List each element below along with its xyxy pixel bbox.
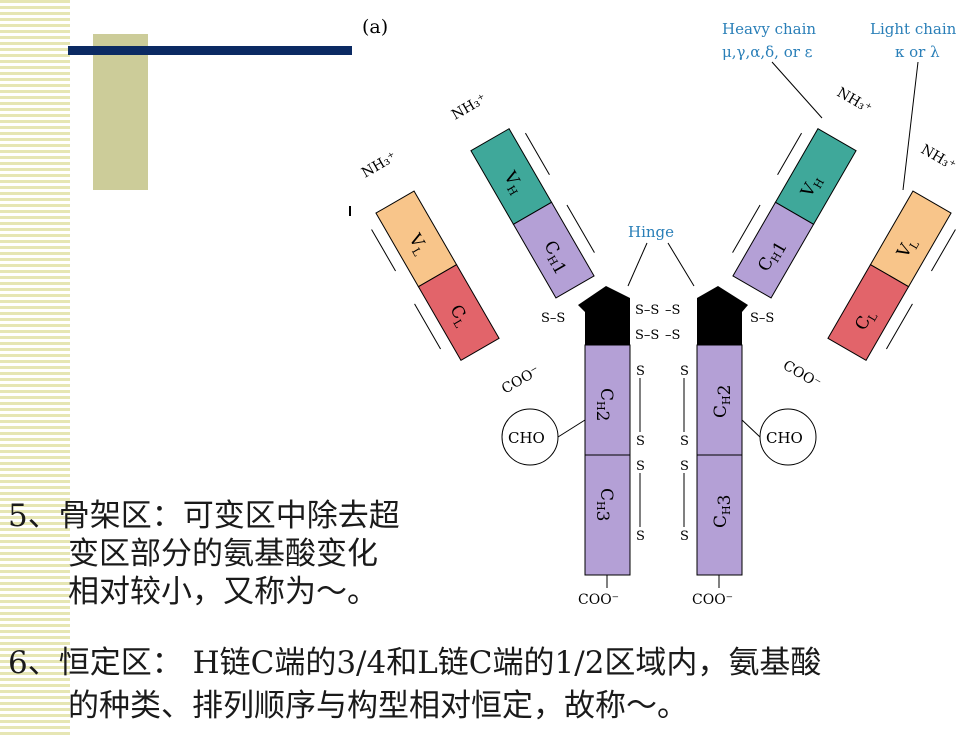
cl-domain-left — [417, 263, 500, 361]
nh3-label-right-light: NH₃⁺ — [918, 142, 958, 175]
panel-label: (a) — [362, 16, 388, 38]
ss-lh-right: S–S — [750, 311, 774, 326]
decorative-tick — [349, 206, 351, 216]
decorative-title-bar — [68, 46, 352, 55]
ch1-domain-right — [732, 201, 815, 299]
p5-line-1: 5、骨架区：可变区中除去超 — [8, 498, 400, 534]
p6-line-2: 的种类、排列顺序与构型相对恒定，故称～。 — [68, 688, 688, 724]
p5-line-2: 变区部分的氨基酸变化 — [68, 536, 378, 572]
ss-ch2-l2: S — [636, 434, 645, 449]
hinge-black-right — [697, 286, 748, 345]
heavy-chain-types: μ,γ,α,δ, or ε — [722, 43, 813, 61]
right-heavy-chain-fab: VH CH1 — [732, 128, 857, 299]
ch2-domain-left — [584, 344, 631, 456]
heavy-chain-title: Heavy chain — [722, 20, 816, 38]
ss-ch2-r2: S — [680, 434, 689, 449]
nh3-label-left-heavy: NH₃⁺ — [449, 91, 489, 124]
coo-label-left-light: COO⁻ — [499, 363, 543, 397]
ss-ch2-l1: S — [636, 364, 645, 379]
coo-label-left-heavy: COO⁻ — [578, 592, 619, 608]
p6-line-1: 6、恒定区： H链C端的3/4和L链C端的1/2区域内，氨基酸 — [8, 645, 822, 681]
ss-ch3-r1: S — [680, 459, 689, 474]
hinge-label: Hinge — [628, 223, 674, 241]
ss-hinge-4: –S — [665, 328, 680, 343]
ch1-domain-left — [512, 201, 595, 299]
ss-ch3-l2: S — [636, 529, 645, 544]
ss-lh-left: S–S — [541, 311, 565, 326]
cho-label-left: CHO — [508, 429, 545, 447]
right-light-chain: VL CL — [827, 190, 956, 361]
light-chain-title: Light chain — [870, 20, 957, 38]
ch3-domain-right — [696, 454, 743, 576]
ss-hinge-2: S–S — [635, 328, 659, 343]
ss-hinge-3: –S — [665, 303, 680, 318]
hinge-black-left — [578, 286, 630, 345]
decorative-square — [93, 34, 148, 190]
left-heavy-chain-fab: VH CH1 — [470, 128, 595, 299]
left-light-chain: VL CL — [371, 190, 500, 361]
heavy-chain-pointer — [771, 61, 823, 119]
light-chain-types: κ or λ — [895, 43, 940, 61]
ss-ch2-r1: S — [680, 364, 689, 379]
nh3-label-right-heavy: NH₃⁺ — [834, 85, 874, 118]
cho-label-right: CHO — [766, 429, 803, 447]
disulfide-bonds: S–S S–S –S –S S–S S–S S S S S S S S S — [541, 303, 774, 544]
framework-region-paragraph: 5、骨架区：可变区中除去超 变区部分的氨基酸变化 相对较小，又称为～。 — [8, 497, 528, 611]
antibody-structure-diagram: (a) Heavy chain μ,γ,α,δ, or ε Light chai… — [359, 16, 958, 608]
ch2-domain-right — [696, 344, 743, 456]
ch3-domain-left — [584, 454, 631, 576]
light-chain-pointer — [902, 61, 919, 191]
fc-stem — [578, 286, 748, 588]
constant-region-paragraph: 6、恒定区： H链C端的3/4和L链C端的1/2区域内，氨基酸 的种类、排列顺序… — [8, 642, 978, 728]
coo-label-right-heavy: COO⁻ — [692, 592, 733, 608]
cl-domain-right — [827, 263, 910, 361]
left-stripe-decoration — [0, 0, 70, 735]
p5-line-3: 相对较小，又称为～。 — [68, 574, 378, 610]
coo-label-right-light: COO⁻ — [780, 358, 824, 392]
nh3-label-left-light: NH₃⁺ — [359, 149, 399, 182]
ss-ch3-l1: S — [636, 459, 645, 474]
ss-ch3-r2: S — [680, 529, 689, 544]
ss-hinge-1: S–S — [635, 303, 659, 318]
